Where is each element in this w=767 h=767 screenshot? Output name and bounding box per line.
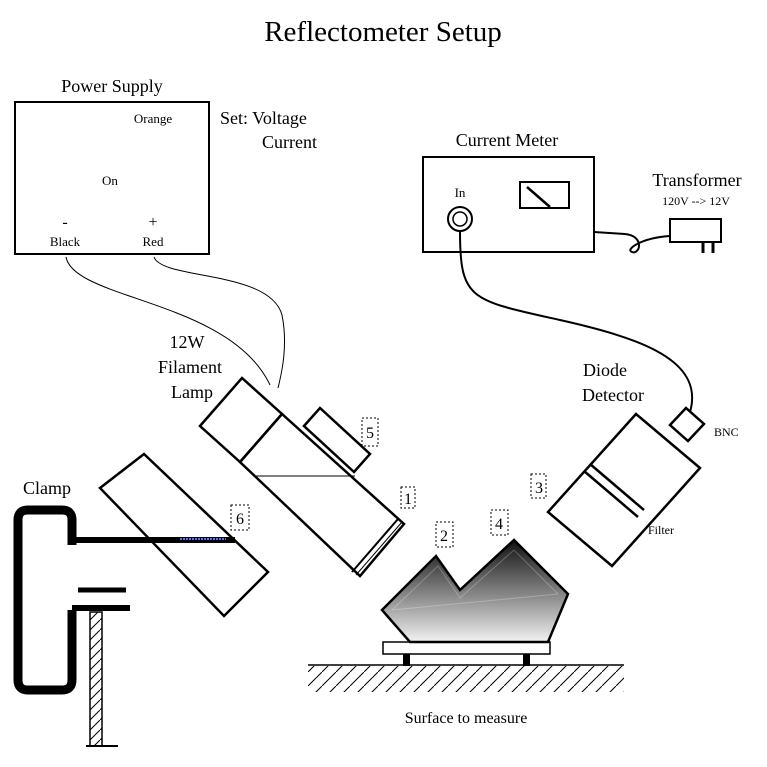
- marker-1-box: [400, 486, 416, 509]
- power-supply-box: [14, 101, 210, 255]
- detector-assembly: [546, 406, 706, 568]
- transformer-label: Transformer: [652, 170, 741, 190]
- marker-4-label: 4: [495, 516, 503, 533]
- power-supply-minus-terminal: -: [62, 214, 67, 231]
- sample-v-block: [380, 538, 570, 644]
- diagram-title: Reflectometer Setup: [264, 16, 502, 48]
- lamp-label-line3: Lamp: [171, 382, 213, 402]
- power-supply-plus-terminal: +: [148, 214, 157, 231]
- meter-display: [519, 181, 570, 209]
- marker-3: 3: [530, 473, 547, 499]
- clamp-frame: [13, 505, 77, 695]
- surface-hatching: [308, 666, 624, 692]
- clamp-label: Clamp: [23, 478, 71, 498]
- marker-5-box: [361, 417, 379, 447]
- marker-6: 6: [230, 504, 250, 531]
- detector-cable: [459, 230, 693, 413]
- detector-filter-line-1: [583, 470, 639, 518]
- set-voltage-label: Set: Voltage: [220, 108, 307, 128]
- marker-3-box: [530, 473, 547, 499]
- transformer-body: [669, 218, 722, 243]
- sample-base-plate: [382, 641, 551, 655]
- meter-input-label: In: [455, 185, 466, 200]
- marker-5-label: 5: [366, 425, 374, 442]
- power-supply-on-label: On: [102, 173, 118, 188]
- lamp-label-line1: 12W: [170, 332, 205, 352]
- power-supply-black-label: Black: [50, 234, 81, 249]
- detector-filter-line-2: [589, 463, 645, 511]
- marker-2-label: 2: [440, 528, 448, 545]
- marker-4: 4: [490, 509, 509, 536]
- clamp-assembly: [13, 452, 270, 747]
- marker-6-label: 6: [236, 511, 244, 528]
- power-supply-orange-label: Orange: [134, 111, 172, 126]
- detector-label-line2: Detector: [582, 385, 644, 405]
- detector-body: [546, 412, 702, 568]
- marker-1-label: 1: [404, 491, 412, 508]
- sample-v-highlight: [390, 549, 560, 611]
- marker-4-box: [490, 509, 509, 536]
- clamp-stand-post: [89, 611, 103, 747]
- detector-label-line1: Diode: [583, 360, 627, 380]
- lamp-label-line2: Filament: [158, 357, 222, 377]
- lamp-tube: [238, 412, 406, 578]
- lamp-assembly: [198, 376, 406, 578]
- lamp-side-box: [302, 406, 372, 474]
- marker-2: 2: [435, 521, 454, 548]
- lamp-lens-2: [355, 521, 403, 576]
- surface-label: Surface to measure: [405, 710, 528, 727]
- marker-5: 5: [361, 417, 379, 447]
- power-supply-red-label: Red: [143, 234, 164, 249]
- black-wire: [65, 256, 271, 386]
- marker-3-label: 3: [535, 480, 543, 497]
- marker-6-box: [230, 504, 250, 531]
- meter-needle: [526, 186, 551, 208]
- set-current-label: Current: [262, 132, 317, 152]
- sample-block: [380, 538, 570, 666]
- transformer-cord: [593, 231, 671, 254]
- meter-input-jack: [447, 206, 473, 232]
- marker-1: 1: [400, 486, 416, 509]
- current-meter-box: [422, 156, 595, 253]
- power-supply-label: Power Supply: [61, 76, 163, 96]
- meter-input-jack-inner: [452, 211, 468, 227]
- sample-foot-left: [403, 654, 410, 666]
- sample-foot-right: [523, 654, 530, 666]
- lamp-lens-1: [351, 518, 399, 573]
- bnc-connector: [668, 406, 706, 443]
- bnc-label: BNC: [714, 425, 739, 439]
- red-wire: [153, 256, 286, 389]
- clamped-block: [98, 452, 270, 618]
- marker-2-box: [435, 521, 454, 548]
- current-meter-label: Current Meter: [456, 130, 558, 150]
- filter-label: Filter: [648, 523, 674, 537]
- transformer-spec: 120V --> 12V: [662, 194, 730, 208]
